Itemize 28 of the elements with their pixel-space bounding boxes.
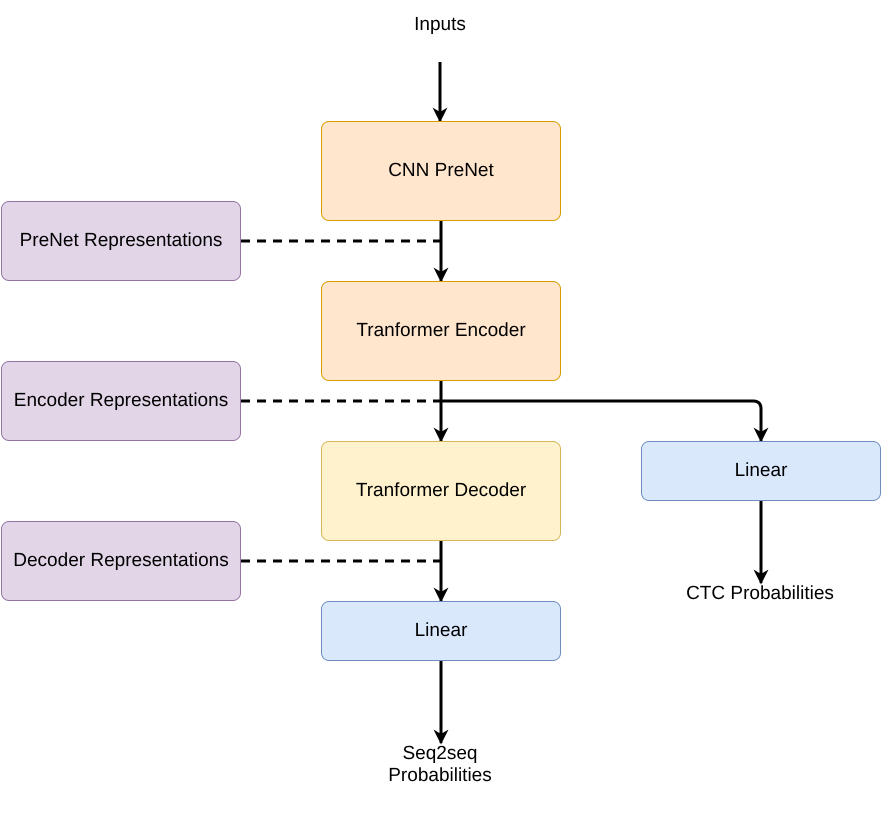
process-box (321, 121, 561, 221)
node-label: CTC Probabilities (686, 583, 834, 605)
dashed-connector (241, 240, 440, 242)
node-label: PreNet Representations (20, 230, 222, 252)
node-label: Tranformer Encoder (356, 320, 526, 342)
process-box (321, 601, 561, 661)
arrow (440, 381, 768, 442)
arrow (434, 541, 448, 602)
dashed-connector (241, 400, 440, 402)
process-box (1, 201, 241, 281)
node-label: Decoder Representations (13, 550, 229, 572)
process-box (1, 521, 241, 601)
dashed-connector (241, 560, 440, 562)
process-box (321, 281, 561, 381)
arrow (754, 501, 768, 584)
node-label: Seq2seq Probabilities (387, 743, 493, 787)
process-box (641, 441, 881, 501)
arrow (434, 661, 448, 744)
node-label: Tranformer Decoder (356, 480, 526, 502)
node-label: Linear (414, 620, 468, 642)
process-box (321, 441, 561, 541)
node-label: CNN PreNet (388, 160, 494, 182)
arrow (434, 221, 448, 282)
process-box (1, 361, 241, 441)
node-label: Linear (734, 460, 788, 482)
node-label: Encoder Representations (14, 390, 228, 412)
node-label: Inputs (414, 14, 466, 36)
arrow (432, 62, 448, 122)
